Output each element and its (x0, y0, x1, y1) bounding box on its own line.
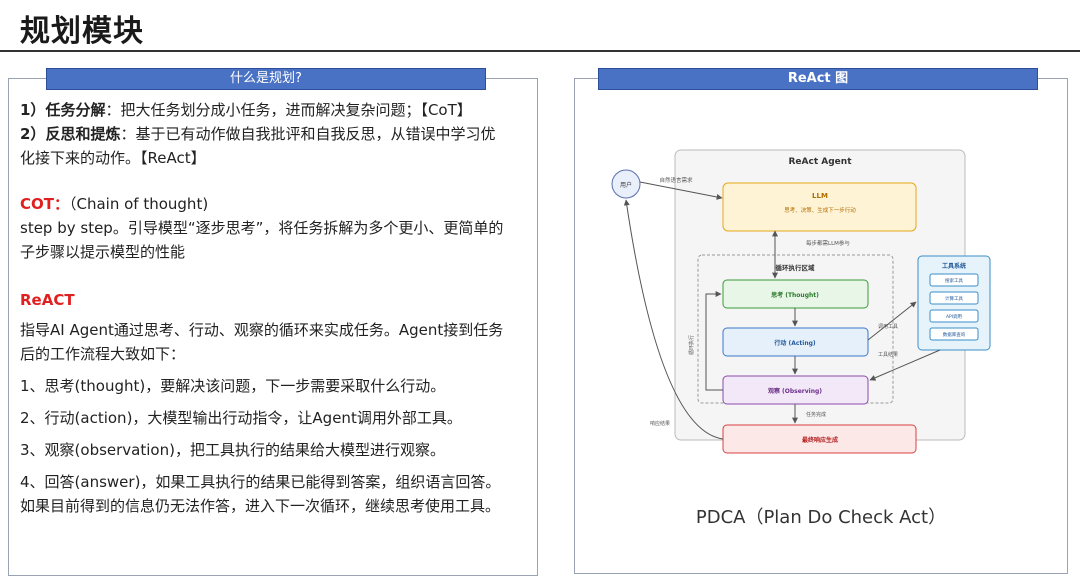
user-node (611, 169, 641, 199)
tool-result-arrow (869, 349, 941, 381)
tool-item (929, 309, 979, 323)
item-number: 1） (20, 101, 46, 119)
diagram-caption: PDCA（Plan Do Check Act） (695, 507, 947, 528)
right-panel-header: ReAct 图 (598, 68, 1038, 90)
left-panel-header: 什么是规划? (46, 68, 486, 90)
loop-side-label: 循环执行 (688, 335, 695, 355)
tool-item-label: API调用 (946, 313, 962, 320)
thought-label: 思考 (Thought) (771, 291, 819, 299)
task-decomposition-term: 任务分解 (45, 101, 106, 119)
item-number: 2） (20, 125, 46, 143)
react-desc-b: 后的工作流程大致如下： (20, 345, 186, 363)
title-divider (0, 50, 1080, 52)
llm-subtitle: 思考、决策、生成下一步行动 (784, 206, 856, 214)
cot-desc-b: 子步骤以提示模型的性能 (20, 243, 186, 261)
left-content: 1）任务分解：把大任务划分成小任务，进而解决复杂问题；【CoT】 2）反思和提炼… (20, 98, 530, 518)
request-label: 自然语言需求 (659, 176, 693, 184)
loop-back-arrow (705, 291, 723, 391)
cot-desc-a: step by step。引导模型“逐步思考”，将任务拆解为多个更小、更简单的 (20, 219, 504, 237)
cot-title: （Chain of thought) (69, 195, 209, 213)
response-arrow (623, 199, 724, 440)
step-1: 1、思考(thought)，要解决该问题，下一步需要采取什么行动。 (20, 377, 446, 395)
response-label: 响应结果 (650, 420, 670, 427)
step-4a: 4、回答(answer)，如果工具执行的结果已能得到答案，组织语言回答。 (20, 473, 501, 491)
reflection-text: ：基于已有动作做自我批评和自我反思，从错误中学习优 (120, 125, 496, 143)
tool-item (929, 273, 979, 287)
page-title: 规划模块 (20, 14, 144, 49)
task-done-label: 任务完成 (806, 411, 826, 418)
request-arrow (639, 181, 723, 200)
call-tool-label: 调用工具 (878, 323, 898, 330)
loop-title: 循环执行区域 (776, 263, 816, 272)
tool-item-label: 数据库查询 (943, 331, 966, 338)
llm-box (722, 182, 917, 232)
react-desc-a: 指导AI Agent通过思考、行动、观察的循环来实成任务。Agent接到任务 (20, 321, 504, 339)
user-label: 用户 (620, 181, 632, 189)
cot-heading: COT：（Chain of thought) (20, 192, 530, 216)
tool-result-label: 工具结果 (878, 351, 898, 358)
tool-item-label: 搜索工具 (945, 277, 963, 284)
llm-hint: 每步都需LLM参与 (806, 239, 850, 247)
step-2: 2、行动(action)，大模型输出行动指令，让Agent调用外部工具。 (20, 409, 462, 427)
agent-title: ReAct Agent (789, 157, 853, 167)
tool-item (929, 327, 979, 341)
left-panel (8, 78, 538, 576)
tool-item (929, 291, 979, 305)
observing-label: 观察 (Observing) (768, 387, 822, 395)
reflection-term: 反思和提炼 (45, 125, 121, 143)
step-3: 3、观察(observation)，把工具执行的结果给大模型进行观察。 (20, 441, 445, 459)
step-4b: 如果目前得到的信息仍无法作答，进入下一次循环，继续思考使用工具。 (20, 497, 501, 515)
cot-label: COT： (20, 195, 69, 213)
reflection-line-cont: 化接下来的动作。【ReAct】 (20, 149, 206, 167)
tools-title: 工具系统 (942, 262, 966, 270)
reflection-line: 2）反思和提炼：基于已有动作做自我批评和自我反思，从错误中学习优 (20, 122, 530, 146)
task-decomposition-line: 1）任务分解：把大任务划分成小任务，进而解决复杂问题；【CoT】 (20, 98, 530, 122)
final-label: 最终响应生成 (802, 436, 838, 444)
acting-label: 行动 (Acting) (773, 339, 816, 347)
react-label: ReACT (20, 291, 75, 309)
tool-item-label: 计算工具 (945, 295, 963, 302)
task-decomposition-text: ：把大任务划分成小任务，进而解决复杂问题；【CoT】 (105, 101, 472, 119)
react-diagram: ReAct Agent 用户 自然语言需求 LLM 思考、决策、生成下一步行动 … (611, 149, 991, 454)
llm-title: LLM (812, 192, 828, 200)
call-tool-arrow (867, 301, 917, 341)
